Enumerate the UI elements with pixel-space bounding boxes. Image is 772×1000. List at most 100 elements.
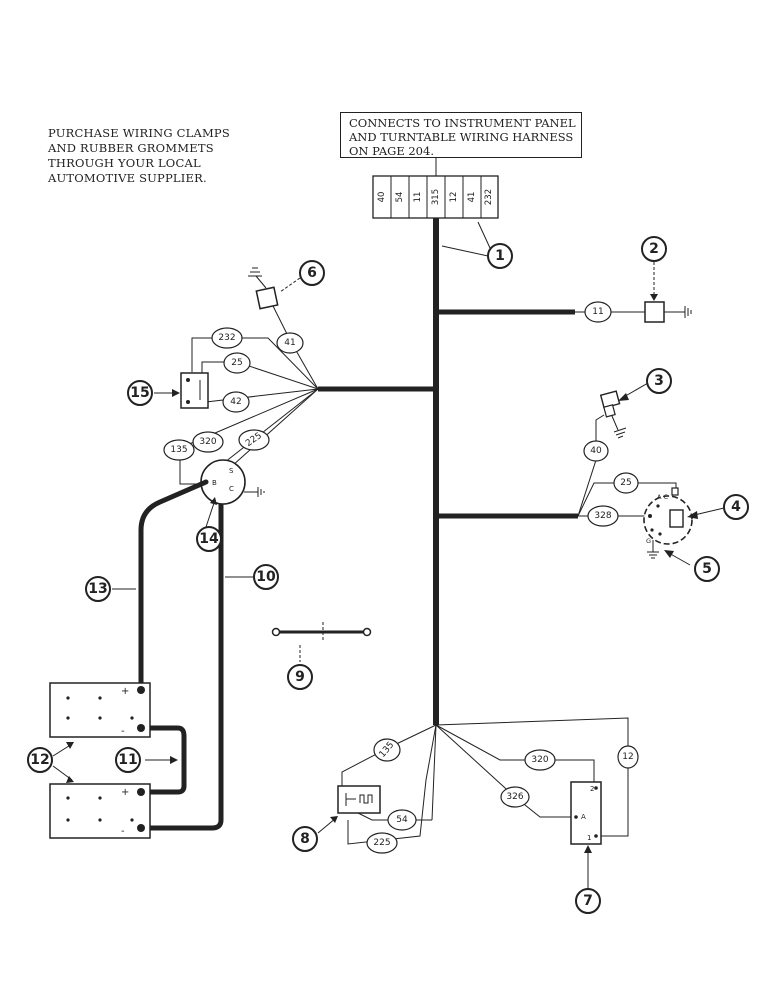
terminal-label: G <box>646 537 651 545</box>
connects-note-line-3: ON PAGE 204. <box>349 144 434 158</box>
battery-leaders <box>52 742 178 783</box>
svg-text:8: 8 <box>300 831 310 847</box>
horn-branch <box>575 262 692 323</box>
svg-text:7: 7 <box>583 893 593 909</box>
wire-tag: 42 <box>222 391 250 413</box>
wire-tag: 54 <box>387 809 417 831</box>
terminal-label: + <box>121 787 129 798</box>
battery-cables <box>138 479 224 831</box>
svg-text:41: 41 <box>284 338 295 348</box>
switch-component-6 <box>248 267 301 310</box>
terminal-label: 2 <box>590 785 594 793</box>
harness-connector: 40 54 11 315 12 41 232 <box>372 175 499 219</box>
terminal-label: - <box>121 826 125 837</box>
wire-tag: 25 <box>613 472 639 494</box>
bottom-wire-fan <box>341 717 629 845</box>
callout-2: 2 <box>641 236 667 262</box>
flasher-component-8 <box>317 785 381 834</box>
svg-text:5: 5 <box>702 561 712 577</box>
callout-1-leader <box>441 245 489 257</box>
wire-tag: 225 <box>366 832 398 854</box>
svg-text:40: 40 <box>590 446 602 456</box>
wire-tag: 232 <box>211 327 243 349</box>
purchase-note-line-3: THROUGH YOUR LOCAL <box>48 156 201 170</box>
connector-pin-label: 232 <box>484 189 494 205</box>
svg-text:54: 54 <box>396 815 408 825</box>
svg-text:225: 225 <box>373 838 390 848</box>
terminal-label: A C <box>657 493 669 501</box>
connects-note-box: CONNECTS TO INSTRUMENT PANEL AND TURNTAB… <box>340 112 582 158</box>
callout-5: 5 <box>694 556 720 582</box>
wire-tag: 12 <box>617 745 639 769</box>
callout-14: 14 <box>196 526 222 552</box>
relay-component-7: 2 A 1 <box>570 781 602 890</box>
switch-component-15 <box>154 372 209 409</box>
svg-text:12: 12 <box>622 752 633 762</box>
connector-pin-label: 41 <box>467 192 477 203</box>
callout-8: 8 <box>292 826 318 852</box>
battery-bottom: + - <box>49 783 151 839</box>
connector-pin-label: 54 <box>395 192 405 203</box>
callout-9: 9 <box>287 664 313 690</box>
purchase-note-line-2: AND RUBBER GROMMETS <box>48 141 214 155</box>
main-harness <box>318 218 578 725</box>
callout-13: 13 <box>85 576 111 602</box>
callout-7: 7 <box>575 888 601 914</box>
wire-tag: 135 <box>373 738 401 762</box>
svg-text:320: 320 <box>199 437 216 447</box>
svg-text:42: 42 <box>230 397 241 407</box>
terminal-label: A <box>581 813 586 821</box>
connector-pin-label: 40 <box>377 192 387 203</box>
wire-tag: 225 <box>238 429 270 451</box>
terminal-label: C <box>229 485 234 493</box>
wire-tag: 320 <box>192 431 224 453</box>
callout-11-top: 11 <box>115 747 141 773</box>
connector-pin-label: 12 <box>449 192 459 203</box>
terminal-label: + <box>121 686 129 697</box>
svg-text:328: 328 <box>594 511 611 521</box>
svg-text:12: 12 <box>30 752 49 768</box>
purchase-note: PURCHASE WIRING CLAMPS AND RUBBER GROMME… <box>48 126 248 186</box>
connects-note-line-2: AND TURNTABLE WIRING HARNESS <box>349 130 574 144</box>
terminal-label: 1 <box>587 834 591 842</box>
svg-text:4: 4 <box>731 499 741 515</box>
terminal-label: S <box>229 467 234 475</box>
svg-text:135: 135 <box>170 445 187 455</box>
svg-text:25: 25 <box>231 358 242 368</box>
callout-3: 3 <box>646 368 672 394</box>
terminal-label: - <box>121 726 125 737</box>
alternator: A C G <box>643 487 725 566</box>
svg-text:13: 13 <box>88 581 107 597</box>
callout-4: 4 <box>723 494 749 520</box>
wire-tag: 320 <box>524 749 556 771</box>
svg-text:14: 14 <box>199 531 219 547</box>
wire-tag: 25 <box>223 352 251 374</box>
svg-text:326: 326 <box>506 792 523 802</box>
svg-text:232: 232 <box>218 333 235 343</box>
svg-text:2: 2 <box>649 241 659 257</box>
svg-text:320: 320 <box>531 755 548 765</box>
starter-solenoid: S B C <box>200 459 265 531</box>
svg-text:3: 3 <box>654 373 664 389</box>
connector-pin-label: 315 <box>431 189 441 205</box>
svg-text:25: 25 <box>620 478 631 488</box>
svg-text:10: 10 <box>256 569 276 585</box>
callout-10: 10 <box>253 564 279 590</box>
horn-component <box>644 301 665 323</box>
battery-top: + - <box>49 682 151 738</box>
wire-tag: 135 <box>163 439 195 461</box>
wire-tag: 41 <box>276 332 304 354</box>
terminal-label: B <box>212 479 217 487</box>
connector-pin-label: 11 <box>413 192 423 203</box>
svg-text:1: 1 <box>495 248 505 264</box>
wire-tag: 328 <box>587 505 619 527</box>
purchase-note-line-4: AUTOMOTIVE SUPPLIER. <box>48 171 207 185</box>
connects-note-line-1: CONNECTS TO INSTRUMENT PANEL <box>349 116 576 130</box>
svg-text:15: 15 <box>130 385 149 401</box>
svg-text:9: 9 <box>295 669 305 685</box>
purchase-note-line-1: PURCHASE WIRING CLAMPS <box>48 126 230 140</box>
wire-tag: 326 <box>500 786 530 808</box>
ground-strap <box>271 622 372 662</box>
callout-15: 15 <box>127 380 153 406</box>
